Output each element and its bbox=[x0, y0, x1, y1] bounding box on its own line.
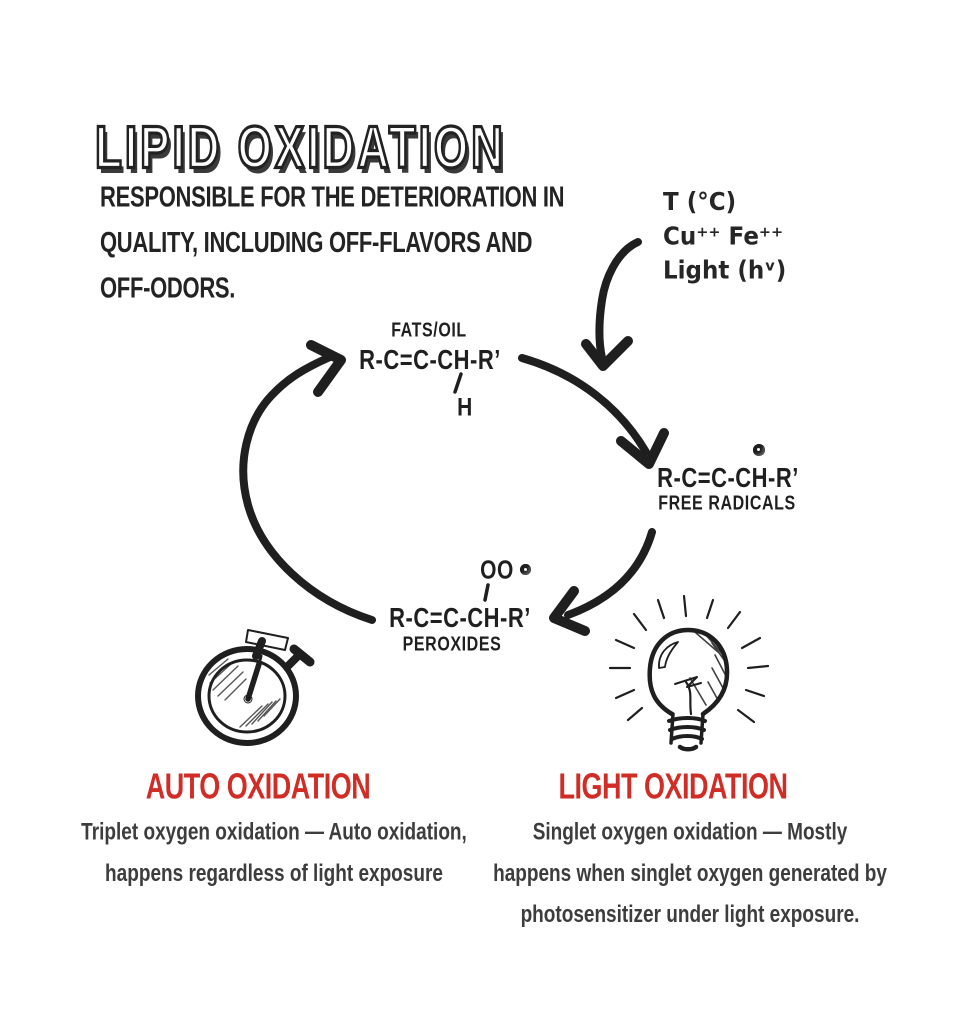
auto-oxidation-description: Triplet oxygen oxidation — Auto oxidatio… bbox=[81, 812, 467, 895]
catalyst-light: Light (hᵛ) bbox=[663, 256, 787, 285]
fats-oil-formula: R-C=C-CH-R’ bbox=[359, 344, 501, 376]
description-line: Triplet oxygen oxidation — Auto oxidatio… bbox=[81, 819, 467, 846]
radical-dot bbox=[520, 564, 531, 575]
lightbulb-icon bbox=[608, 594, 770, 752]
catalyst-list: T (°C) Cu⁺⁺ Fe⁺⁺ Light (hᵛ) bbox=[663, 186, 786, 288]
auto-oxidation-heading: AUTO OXIDATION bbox=[145, 766, 371, 807]
peroxide-oxygen-group: OO bbox=[480, 556, 514, 585]
subtitle-line: RESPONSIBLE FOR THE DETERIORATION IN bbox=[100, 180, 565, 214]
filament bbox=[684, 680, 693, 716]
subtitle-line: QUALITY, INCLUDING OFF-FLAVORS AND bbox=[100, 226, 533, 259]
hydrogen-atom: H bbox=[457, 394, 473, 422]
catalyst-temperature: T (°C) bbox=[663, 188, 737, 217]
arrow-catalysts-to-free-radicals bbox=[581, 238, 642, 371]
filament-squiggle bbox=[674, 676, 702, 688]
arrow-free-radicals-to-peroxides bbox=[549, 528, 656, 636]
peroxides-formula: R-C=C-CH-R’ bbox=[389, 602, 531, 634]
page-title: LIPID OXIDATION bbox=[94, 114, 506, 183]
light-oxidation-description: Singlet oxygen oxidation — Mostly happen… bbox=[493, 812, 887, 936]
peroxides-label: PEROXIDES bbox=[402, 634, 502, 656]
arrow-fatsoil-to-free-radicals bbox=[518, 354, 669, 469]
bond-ch-to-h bbox=[453, 372, 463, 394]
free-radicals-label: FREE RADICALS bbox=[658, 493, 796, 515]
stopwatch-shading bbox=[208, 658, 281, 728]
bond-ch-to-oo bbox=[483, 583, 490, 602]
arrow-peroxides-to-fatsoil bbox=[239, 340, 376, 624]
free-radicals-formula: R-C=C-CH-R’ bbox=[657, 462, 799, 494]
radical-dot bbox=[753, 444, 765, 456]
bulb-shading bbox=[689, 632, 728, 706]
description-line: happens when singlet oxygen generated by bbox=[493, 860, 887, 887]
description-line: Singlet oxygen oxidation — Mostly bbox=[532, 819, 848, 846]
bulb-rays bbox=[608, 594, 770, 724]
catalyst-metal-ions: Cu⁺⁺ Fe⁺⁺ bbox=[663, 222, 784, 251]
light-oxidation-heading: LIGHT OXIDATION bbox=[558, 766, 789, 807]
subtitle-line: OFF-ODORS. bbox=[100, 271, 236, 305]
subtitle: RESPONSIBLE FOR THE DETERIORATION IN QUA… bbox=[100, 174, 565, 311]
fats-oil-label: FATS/OIL bbox=[391, 320, 467, 342]
bulb-highlight bbox=[658, 641, 679, 669]
stopwatch-icon bbox=[195, 629, 315, 746]
description-line: happens regardless of light exposure bbox=[105, 860, 443, 887]
description-line: photosensitizer under light exposure. bbox=[520, 902, 860, 929]
